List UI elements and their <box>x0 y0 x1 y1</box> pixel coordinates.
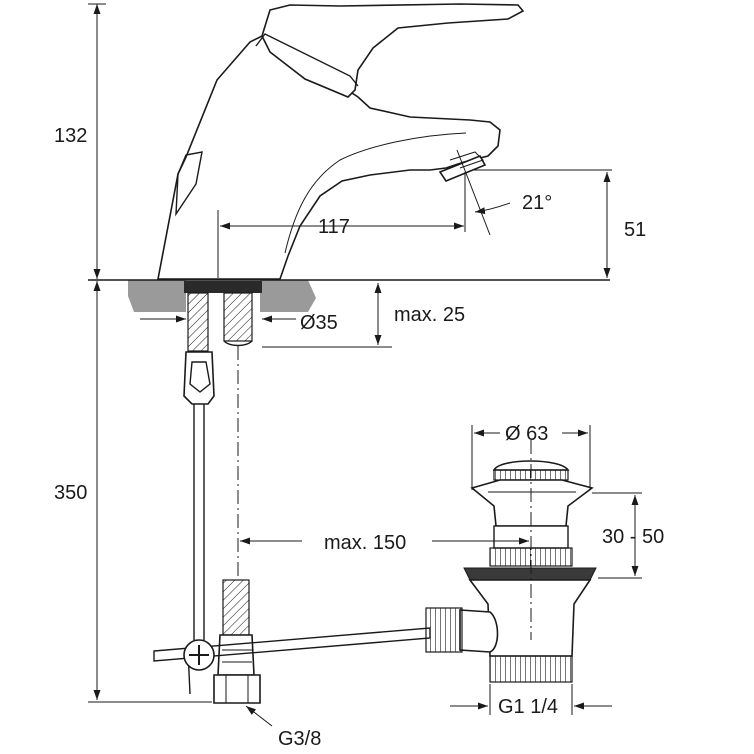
centerlines <box>237 346 532 640</box>
dim-132-label: 132 <box>54 125 87 147</box>
dim-350-label: 350 <box>54 482 87 504</box>
dim-g38-label: G3/8 <box>278 728 321 750</box>
dim-max25-label: max. 25 <box>394 304 465 326</box>
dim-21-label: 21° <box>522 192 552 214</box>
dim-117-label: 117 <box>318 216 350 238</box>
faucet <box>157 3 525 280</box>
dim-63-label: Ø 63 <box>505 423 548 445</box>
shank-and-hoses <box>183 281 262 704</box>
countertop <box>88 279 610 312</box>
dim-g114-label: G1 1/4 <box>498 696 558 718</box>
dim-51-label: 51 <box>624 219 646 241</box>
dim-30-50-label: 30 - 50 <box>602 526 664 548</box>
dimension-labels: 132 117 21° 51 Ø35 max. 25 350 Ø 63 max.… <box>54 125 664 750</box>
dimension-lines <box>88 3 642 727</box>
dim-max150-label: max. 150 <box>324 532 406 554</box>
waste-assembly <box>425 460 597 683</box>
pop-up-linkage <box>153 627 431 671</box>
dim-35-label: Ø35 <box>300 312 338 334</box>
